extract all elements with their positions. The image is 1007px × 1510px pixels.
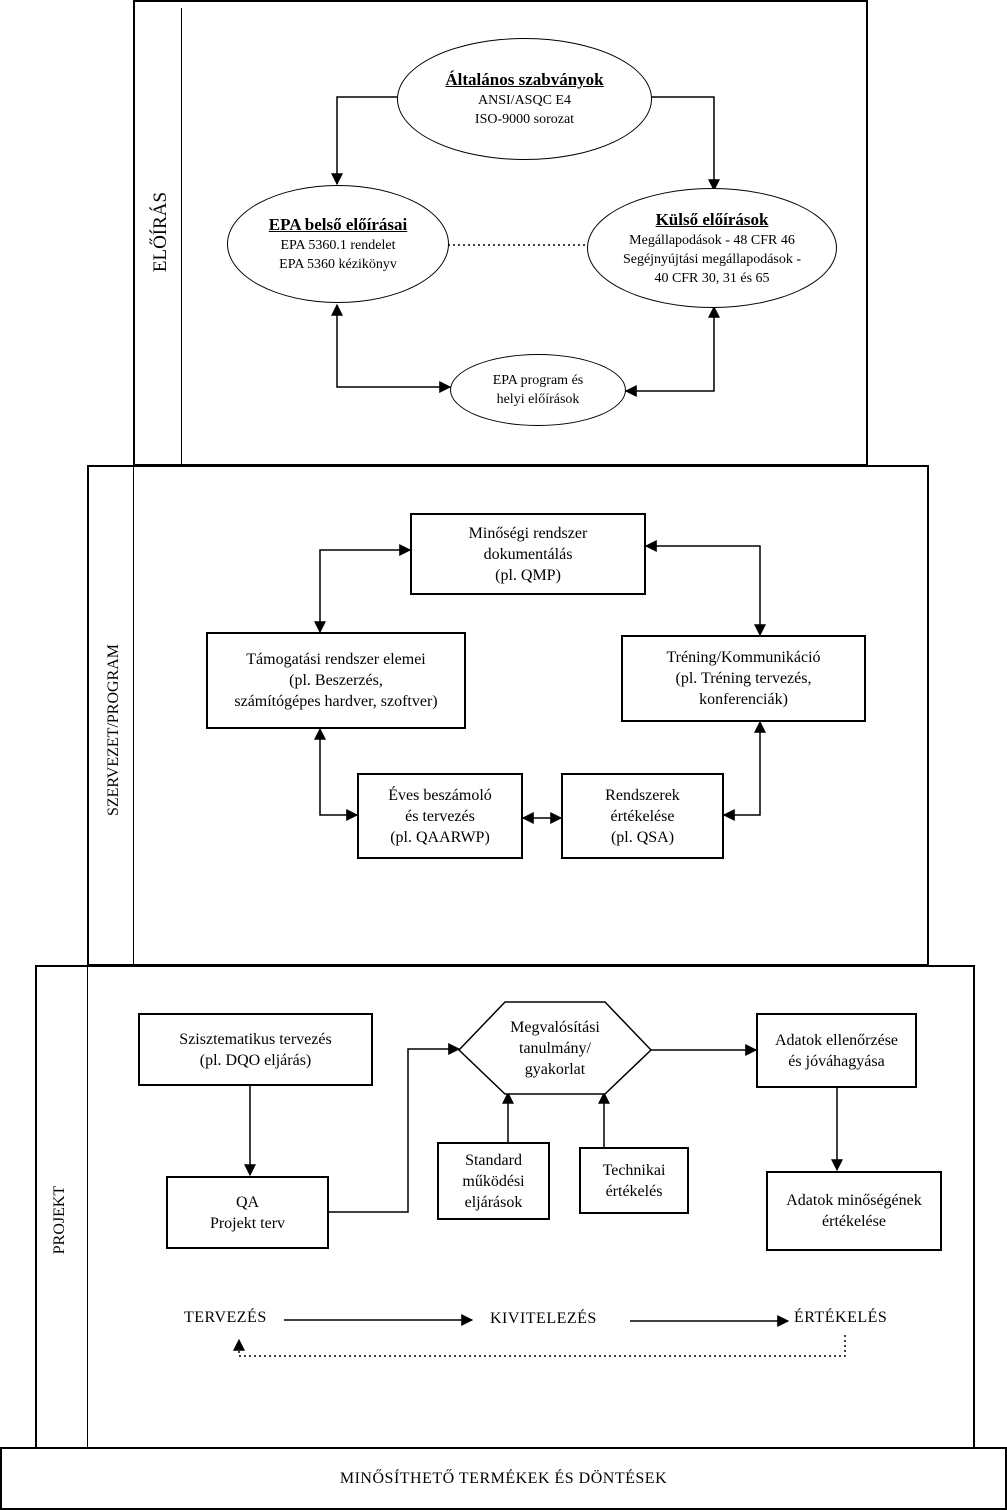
minosegi-rendszer-box: Minőségi rendszer dokumentálás (pl. QMP) <box>410 513 646 595</box>
arrow-epa-program <box>331 303 452 393</box>
altalanos-szabvanyok-ellipse: Általános szabványok ANSI/ASQC E4 ISO-90… <box>397 38 652 160</box>
box-line: számítógépes hardver, szoftver) <box>234 693 438 710</box>
epa-belso-line: EPA 5360 kézikönyv <box>279 257 397 272</box>
box-line: QA <box>235 1193 260 1211</box>
eves-beszamolo-box: Éves beszámoló és tervezés (pl. QAARWP) <box>357 773 523 859</box>
epa-program-ellipse: EPA program és helyi előírások <box>450 354 626 426</box>
box-line: Éves beszámoló <box>388 786 492 804</box>
arrow-qa-megvalositasi <box>329 1043 461 1213</box>
kulso-title: Külső előírások <box>655 209 769 229</box>
kulso-line: 40 CFR 30, 31 és 65 <box>654 270 770 286</box>
hex-line: gyakorlat <box>524 1061 586 1078</box>
box-line: működési <box>462 1172 525 1190</box>
altalanos-title: Általános szabványok <box>445 70 604 89</box>
box-line: Adatok ellenőrzése <box>774 1031 899 1049</box>
kulso-eloirasok-ellipse: Külső előírások Megállapodások - 48 CFR … <box>587 188 837 308</box>
epa-program-line: EPA program és <box>492 373 584 388</box>
adatok-ellenorzese-box: Adatok ellenőrzése és jóváhagyása <box>756 1013 917 1088</box>
megvalositasi-hexagon <box>457 1001 653 1095</box>
hex-line: Megvalósítási <box>510 1019 600 1036</box>
flow-label-ertekeles: ÉRTÉKELÉS <box>794 1309 888 1326</box>
box-line: és tervezés <box>405 807 475 825</box>
dotted-feedback-loop <box>233 1335 846 1357</box>
arrow-kulso-program <box>624 305 720 397</box>
footer-bar: MINŐSÍTHETŐ TERMÉKEK ÉS DÖNTÉSEK <box>0 1447 1007 1510</box>
box-line: Standard <box>465 1151 522 1169</box>
box-line: értékelés <box>605 1182 663 1200</box>
box-line: értékelése <box>822 1213 886 1230</box>
box-line: és jóváhagyása <box>788 1052 885 1070</box>
box-line: Szisztematikus tervezés <box>179 1030 332 1048</box>
szisztematikus-tervezes-box: Szisztematikus tervezés (pl. DQO eljárás… <box>138 1013 373 1086</box>
box-line: Rendszerek <box>605 786 680 804</box>
arrow-altalanos-to-kulso <box>651 96 720 192</box>
eloiras-divider <box>181 8 182 466</box>
epa-belso-title: EPA belső előírásai <box>268 215 408 234</box>
kulso-line: Megállapodások - 48 CFR 46 <box>629 232 795 248</box>
box-line: Minőségi rendszer <box>468 524 588 542</box>
epa-program-line: helyi előírások <box>496 392 580 407</box>
box-line: (pl. Beszerzés, <box>289 672 383 689</box>
box-line: Projekt terv <box>209 1214 286 1232</box>
box-line: konferenciák) <box>699 691 788 708</box>
box-line: (pl. QMP) <box>495 566 561 584</box>
trening-kommunikacio-box: Tréning/Kommunikáció (pl. Tréning tervez… <box>621 635 866 722</box>
adatok-minosegenek-box: Adatok minőségének értékelése <box>766 1171 942 1251</box>
epa-belso-ellipse: EPA belső előírásai EPA 5360.1 rendelet … <box>227 185 449 303</box>
box-line: Adatok minőségének <box>786 1192 922 1209</box>
box-line: értékelése <box>610 807 675 825</box>
arrow-tamogatasi-eves <box>314 727 359 821</box>
epa-belso-line: EPA 5360.1 rendelet <box>280 238 396 253</box>
standard-mukodesi-box: Standard működési eljárások <box>437 1142 550 1220</box>
technikai-ertekeles-box: Technikai értékelés <box>579 1147 689 1214</box>
megvalositasi-label: Megvalósítási tanulmány/ gyakorlat <box>480 1017 630 1080</box>
altalanos-line: ANSI/ASQC E4 <box>478 93 571 108</box>
box-line: (pl. Tréning tervezés, <box>675 670 812 687</box>
flow-label-kivitelezes: KIVITELEZÉS <box>490 1310 597 1327</box>
arrow-altalanos-to-epa <box>331 96 397 186</box>
projekt-divider <box>87 966 88 1448</box>
box-line: eljárások <box>464 1193 523 1211</box>
box-line: (pl. QAARWP) <box>390 828 490 846</box>
rendszerek-ertekelese-box: Rendszerek értékelése (pl. QSA) <box>561 773 724 859</box>
box-line: Technikai <box>602 1161 666 1179</box>
flow-label-tervezes: TERVEZÉS <box>184 1309 267 1326</box>
box-line: Tréning/Kommunikáció <box>666 649 821 666</box>
box-line: Támogatási rendszer elemei <box>246 651 426 668</box>
hex-line: tanulmány/ <box>519 1040 591 1057</box>
box-line: (pl. QSA) <box>610 828 675 846</box>
arrow-tamogatasi-minosegi <box>314 544 412 634</box>
box-line: (pl. DQO eljárás) <box>199 1051 312 1069</box>
szervezet-divider <box>133 466 134 966</box>
kulso-line: Segéjnyújtási megállapodások - <box>622 251 802 267</box>
tamogatasi-rendszer-box: Támogatási rendszer elemei (pl. Beszerzé… <box>206 632 466 729</box>
qa-projekt-terv-box: QA Projekt terv <box>166 1176 329 1249</box>
box-line: dokumentálás <box>483 545 573 563</box>
arrow-rendszerek-trening <box>722 720 766 821</box>
altalanos-line: ISO-9000 sorozat <box>474 112 575 127</box>
arrow-minosegi-trening <box>644 540 766 637</box>
